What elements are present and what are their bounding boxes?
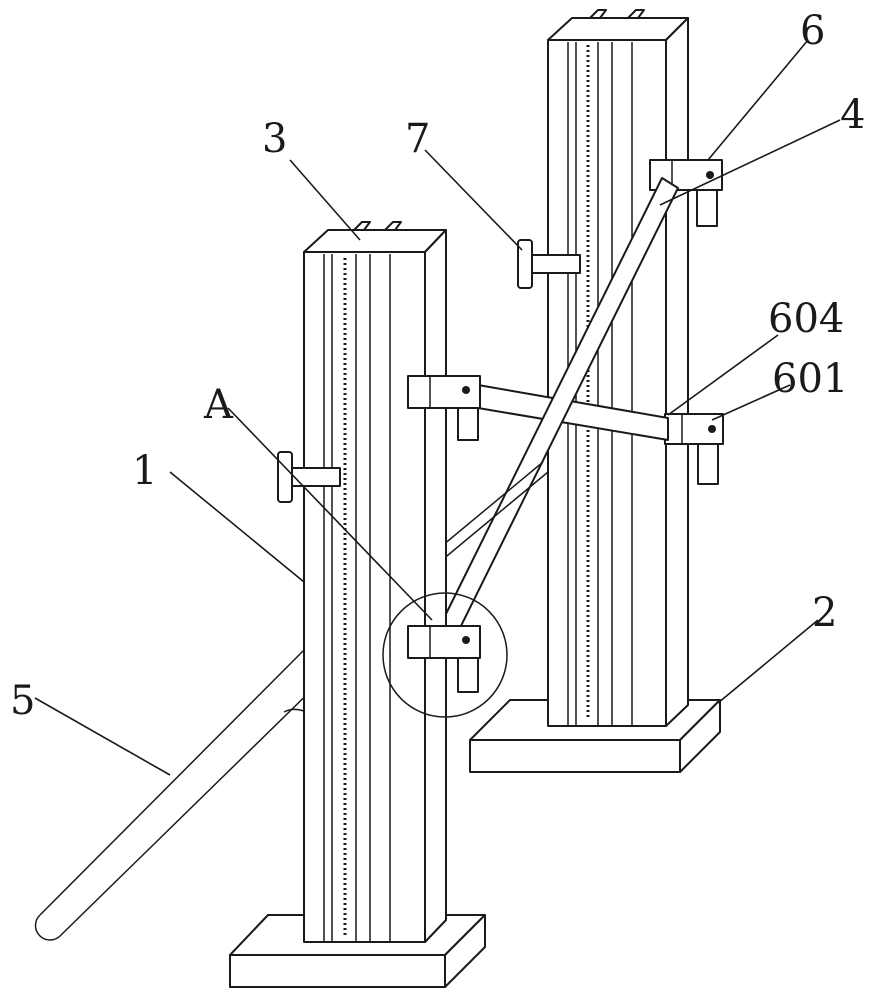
label-601: 601 [772,356,848,402]
label-4: 4 [840,92,865,138]
rear-knob [517,239,581,289]
support-rod [34,647,331,941]
label-A: A [203,382,234,428]
guide-line [429,471,549,571]
rear-clamp-upper [649,159,723,227]
leader-lines [34,39,841,776]
label-1: 1 [132,448,157,494]
label-5: 5 [10,678,35,724]
label-3: 3 [262,116,287,162]
front-knob [277,451,341,503]
label-2: 2 [812,590,837,636]
front-post [303,221,447,943]
front-clamp-lower [407,625,481,693]
label-604: 604 [768,296,844,342]
detail-circle [382,592,508,718]
rear-clamp-lower [664,413,724,485]
label-6: 6 [800,8,825,54]
front-clamp-upper [407,375,481,441]
label-7: 7 [405,116,430,162]
